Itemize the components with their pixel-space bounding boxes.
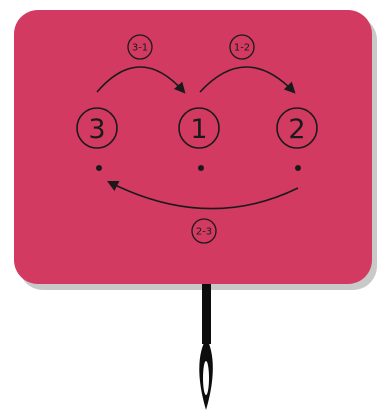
transition-label-1-2: 1-2 <box>234 43 250 54</box>
node-label-3: 3 <box>88 114 105 145</box>
transition-label-2-3: 2-3 <box>196 227 212 238</box>
node-dot-3 <box>96 165 102 171</box>
node-label-1: 1 <box>190 114 207 145</box>
transition-label-3-1: 3-1 <box>132 43 148 54</box>
node-dot-2 <box>295 165 301 171</box>
node-label-2: 2 <box>288 114 305 145</box>
sewing-needle-icon <box>199 284 213 410</box>
node-dot-1 <box>198 165 204 171</box>
